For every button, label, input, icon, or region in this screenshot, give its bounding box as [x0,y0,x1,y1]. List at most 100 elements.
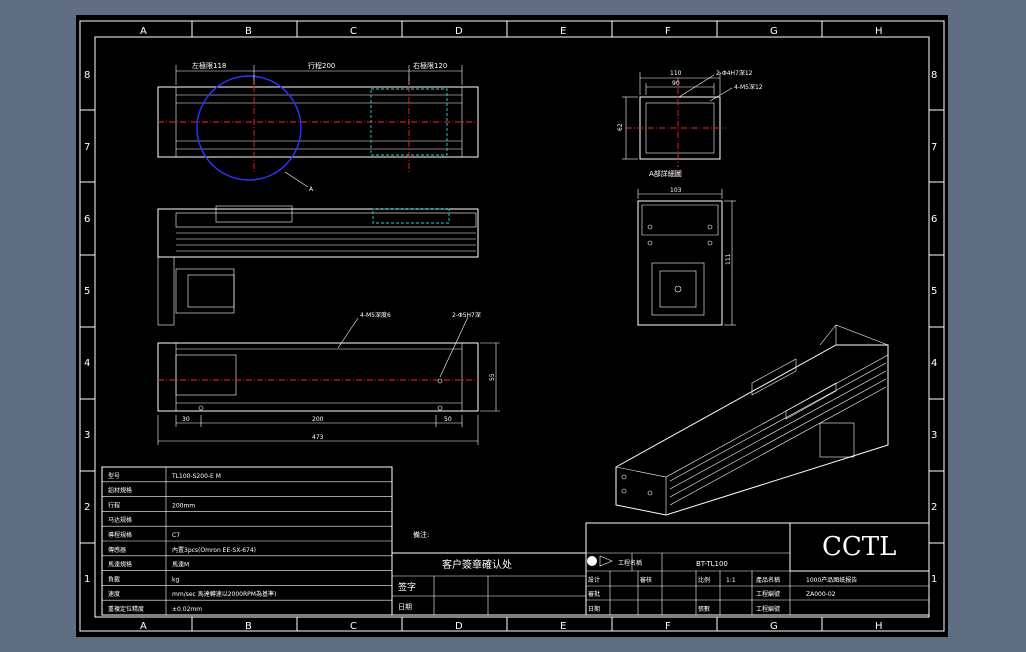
column-label: H [875,621,883,632]
drawing-title: BT-TL100 [696,560,728,568]
row-label: 4 [931,358,937,369]
notes-area: 備注: 客户簽章確认处 签字 日期 [391,530,587,616]
row-label: 2 [84,502,90,513]
isometric-view[interactable] [615,324,889,516]
row-label: 7 [84,142,90,153]
row-label: 7 [931,142,937,153]
dim-right-limit: 右極限120 [413,61,447,70]
date-row-label: 日期 [588,605,600,613]
column-label: H [875,26,883,37]
column-label: D [455,26,463,37]
spec-label: 马达规格 [108,516,132,524]
detail-width: 110 [670,70,682,77]
detail-height: 62 [617,123,624,131]
scale-label: 比例 [698,576,710,584]
spec-label: 負載 [108,575,120,583]
dim-total-length: 473 [312,434,324,441]
project-label: 產品名稱 [756,576,780,584]
row-label: 4 [84,358,90,369]
dim-end: 50 [444,416,452,423]
remark-label: 備注: [413,530,429,539]
number-value: ZA000-02 [806,591,836,598]
title-block: 工程名稱 BT-TL100 CCTL 設计 審核 審批 日期 比例 1:1 張數… [585,522,930,616]
logo-text: CCTL [822,532,896,562]
column-label: C [350,621,357,632]
callout-pin-holes: 2-Φ5H7深 [452,311,481,319]
spec-label: 傳感器 [108,546,126,554]
row-label: 5 [84,286,90,297]
spec-label: 速度 [108,590,120,598]
end-width: 103 [670,187,682,194]
checker-label: 審核 [640,576,652,584]
logo-flag-icon [599,555,613,567]
dim-stroke: 行程200 [308,61,335,70]
row-label: 5 [931,286,937,297]
spec-label: 重複定位精度 [108,605,144,613]
spec-value: 200mm [172,502,195,509]
spec-label: 馬達規格 [108,561,132,569]
inner-frame [94,36,930,618]
spec-value: TL100-S200-E M [171,473,221,480]
row-label: 3 [84,430,90,441]
column-label: E [560,26,566,37]
column-label: B [245,621,252,632]
date-label: 日期 [398,603,412,611]
column-label: G [770,621,778,632]
column-label: B [245,26,252,37]
sheet-label: 張數 [698,605,710,613]
spec-label: 型号 [108,472,120,480]
top-view[interactable]: A 左極限118 行程200 右極限120 [157,61,479,193]
column-label: C [350,26,357,37]
logo-circle-icon [587,556,597,566]
dim-height: 55 [489,373,496,381]
drawing-viewport[interactable]: A B C D E F G H A B C D E F G H 8 7 6 5 4 3 2 1 8 7 6 5 4 3 2 1 A 左極… [76,15,948,637]
detail-view-a[interactable]: 110 90 2-Φ4H7深12 4-M5深12 62 A部詳細圖 [617,69,763,178]
column-label: D [455,621,463,632]
number-label: 工程編號 [756,590,780,598]
callout-threaded-holes: 4-M5深度6 [360,311,391,319]
column-label: E [560,621,566,632]
row-label: 1 [84,574,90,585]
detail-note-threads: 4-M5深12 [734,83,763,91]
spec-value: 馬達M [172,561,189,569]
column-labels-top: A B C D E F G H [140,26,883,37]
spec-table [101,466,393,616]
row-label: 8 [931,70,937,81]
spec-value: ±0.02mm [172,606,202,613]
row-label: 6 [84,214,90,225]
front-view[interactable]: 4-M5深度6 2-Φ5H7深 30 200 50 473 55 [157,311,500,445]
end-view[interactable]: 103 111 [637,187,736,326]
spec-value: 內置3pcs(Omron EE-SX-674) [172,546,256,554]
spec-value: kg [172,576,179,583]
date-code-label: 工程編號 [756,605,780,613]
company-label: 工程名稱 [618,559,642,567]
row-labels-left: 8 7 6 5 4 3 2 1 [84,70,90,585]
dim-left-limit: 左極限118 [192,61,226,70]
column-label: F [665,26,671,37]
end-height: 111 [725,253,732,265]
scale-value: 1:1 [726,577,736,584]
outer-frame [79,20,945,632]
side-view[interactable] [157,205,479,326]
column-label: A [140,621,147,632]
row-label: 6 [931,214,937,225]
sign-label: 签字 [398,581,416,593]
dim-pitch: 200 [312,416,324,423]
column-label: A [140,26,147,37]
row-label: 1 [931,574,937,585]
column-label: G [770,26,778,37]
confirm-title: 客户簽章確认处 [442,558,512,571]
spec-value: mm/sec 馬達轉速以2000RPM為基準) [172,590,276,598]
designer-label: 設计 [588,576,600,584]
detail-marker: A [309,186,314,193]
row-label: 8 [84,70,90,81]
column-label: F [665,621,671,632]
approver-label: 審批 [588,590,600,598]
detail-note-pins: 2-Φ4H7深12 [716,69,753,77]
product-value: 1000产品图纸报告 [806,576,857,584]
row-label: 3 [931,430,937,441]
cad-drawing: A B C D E F G H A B C D E F G H 8 7 6 5 4 3 2 1 8 7 6 5 4 3 2 1 A 左極… [79,20,945,632]
frame-ticks [80,21,944,631]
